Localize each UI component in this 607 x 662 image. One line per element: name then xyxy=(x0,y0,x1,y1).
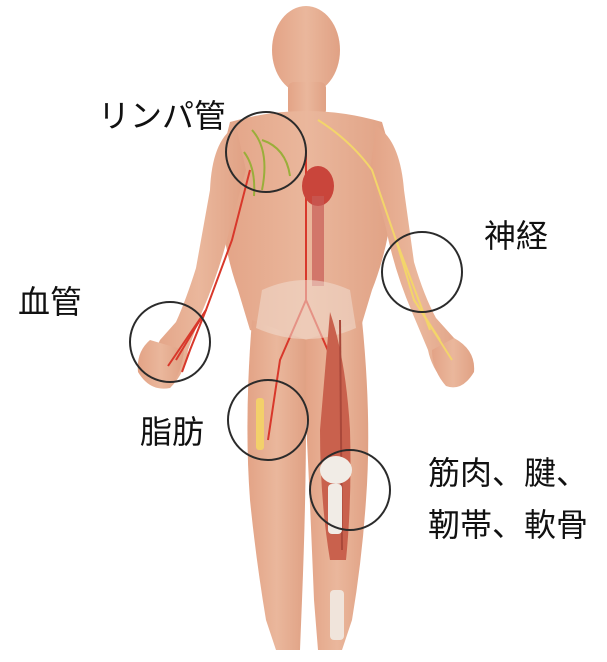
muscle-tendon-label: 筋肉、腱、 xyxy=(428,455,588,492)
fat-tissue xyxy=(256,398,264,450)
lymph-vessel-label: リンパ管 xyxy=(98,98,226,135)
fat-label: 脂肪 xyxy=(140,414,204,451)
nerve-label: 神経 xyxy=(484,218,548,255)
foot-bones xyxy=(330,590,344,640)
ligament-cartilage-label: 靭帯、軟骨 xyxy=(428,507,588,544)
blood-vessel-label: 血管 xyxy=(18,284,82,321)
